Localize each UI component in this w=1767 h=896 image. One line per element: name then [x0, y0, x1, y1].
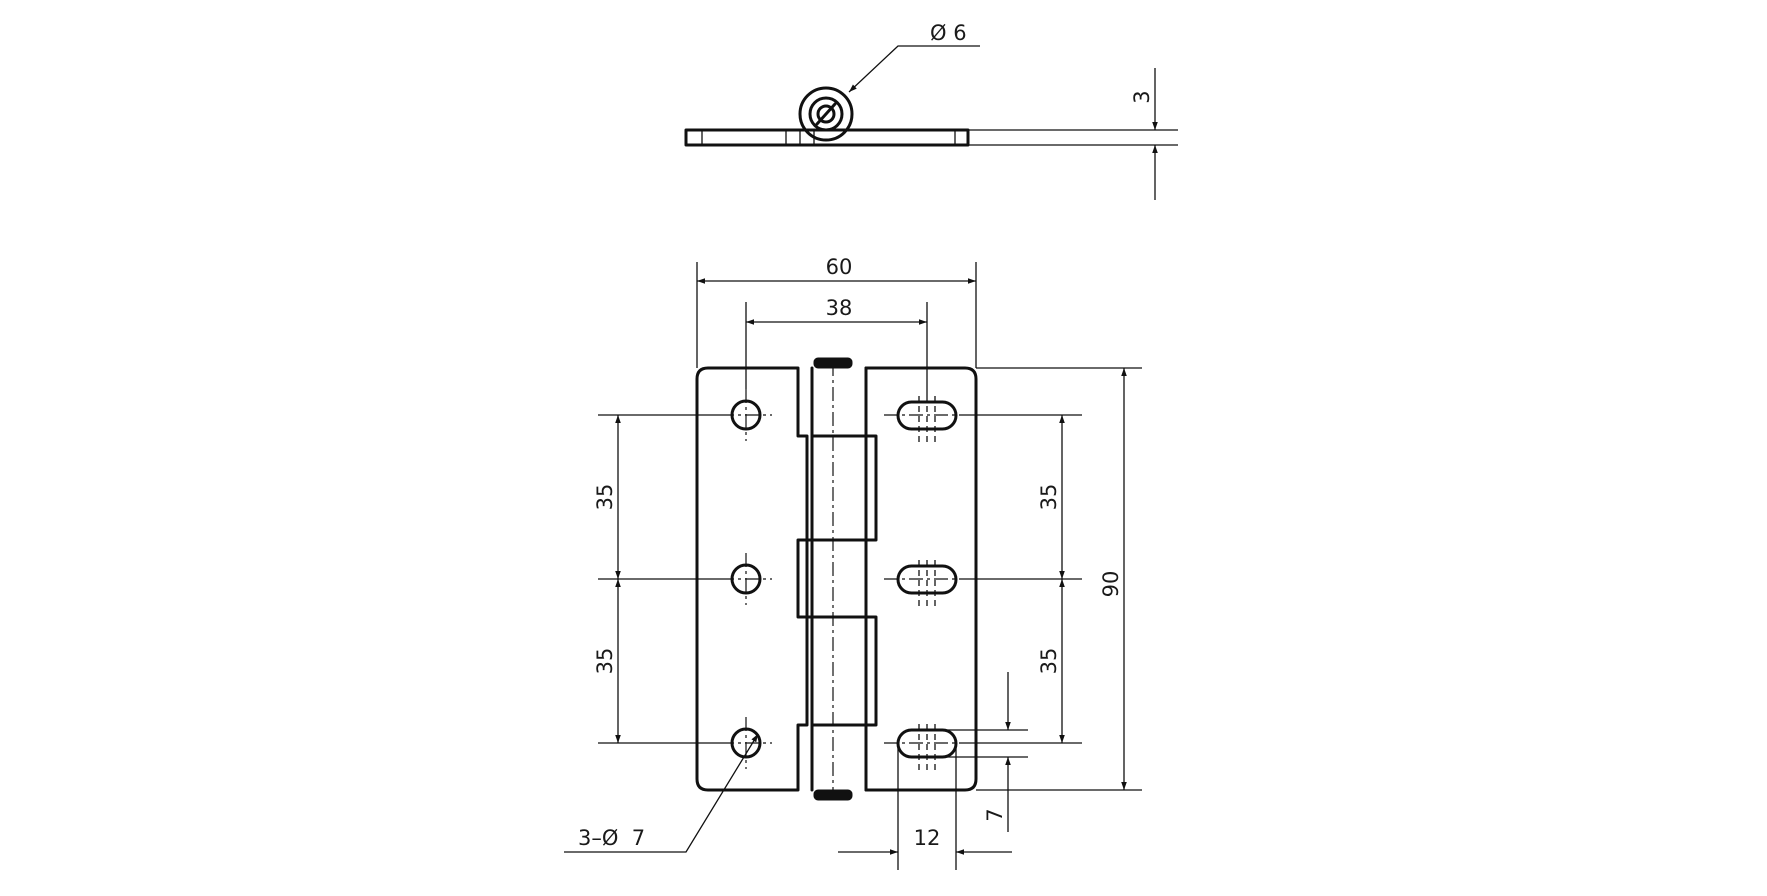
hinge-knuckles	[796, 366, 878, 792]
left-leaf	[695, 366, 809, 792]
plate-thickness-label: 3	[1130, 90, 1154, 103]
left-holes	[720, 389, 772, 769]
top-view-knuckle	[798, 86, 854, 142]
pitch-left-lower-label: 35	[593, 648, 617, 675]
overall-width-label: 60	[826, 255, 853, 279]
overall-height-label: 90	[1099, 571, 1123, 598]
slot-width-label: 7	[983, 808, 1007, 821]
pin-diameter-leader	[848, 45, 980, 93]
top-view-plate	[684, 128, 970, 147]
top-view: Ø 6 3	[684, 21, 1178, 200]
pitch-left-upper-label: 35	[593, 484, 617, 511]
pin-diameter-label: Ø 6	[930, 21, 967, 45]
hole-span-label: 38	[826, 296, 853, 320]
pitch-right-upper-label: 35	[1037, 484, 1061, 511]
hole-callout-leader	[564, 733, 759, 853]
front-view: 60 38 35 35 35 35 90 3–Ø 7 12	[564, 255, 1142, 870]
pin-cap-bottom	[813, 789, 853, 801]
slot-length-label: 12	[914, 826, 941, 850]
top-view-plate-details	[701, 130, 956, 145]
pitch-right-lower-label: 35	[1037, 648, 1061, 675]
pin-cap-top	[813, 357, 853, 369]
right-leaf	[864, 366, 978, 792]
hole-callout-label: 3–Ø 7	[578, 826, 645, 850]
right-slots	[884, 396, 970, 773]
